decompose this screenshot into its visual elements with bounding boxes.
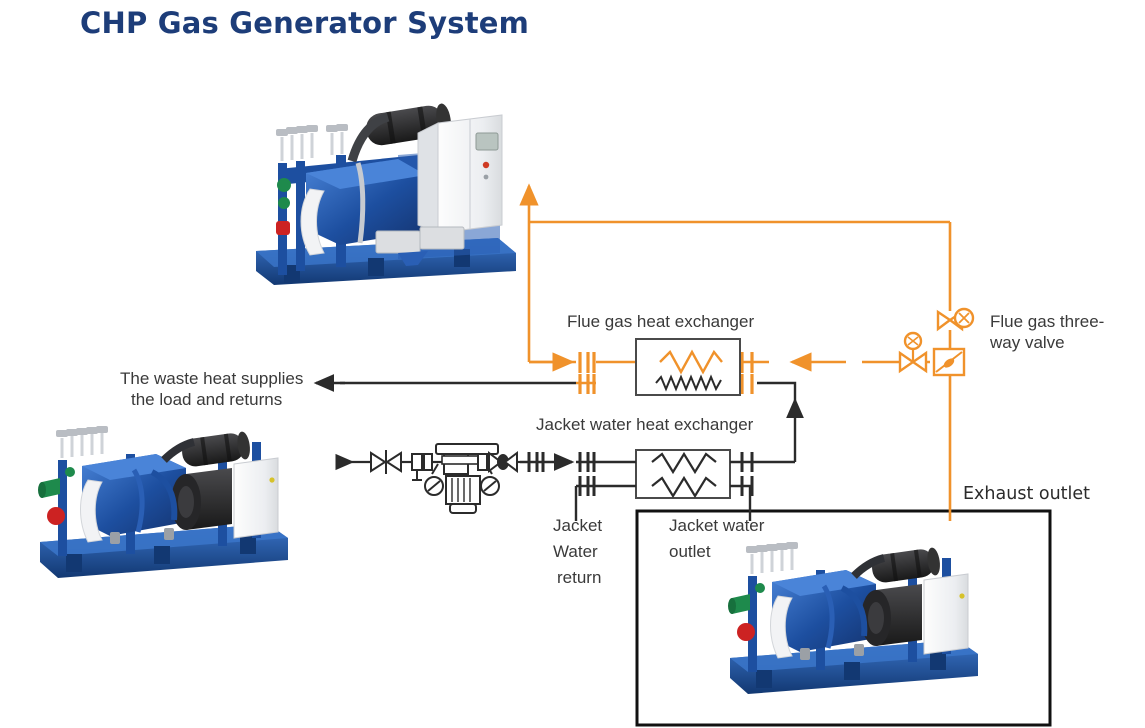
generator-top-unit [256,103,516,285]
side-control-valve[interactable] [898,331,928,374]
label-jacket-water-return-line1: Jacket [553,516,603,535]
label-waste-heat-line2: the load and returns [131,390,283,409]
label-three-way-valve-line1: Flue gas three- [990,312,1105,331]
jacket-flange-lower-right [740,476,754,496]
label-flue-gas-heat-exchanger: Flue gas heat exchanger [567,312,755,331]
jacket-flange-upper-left [578,452,596,472]
flue-gas-piping [519,183,952,521]
check-valve-icon [411,453,433,481]
label-jacket-water-outlet-line1: Jacket water [669,516,765,535]
circulation-pump-icon [424,443,500,514]
flue-gas-flange-right [740,352,754,373]
label-jacket-water-outlet-line2: outlet [669,542,711,561]
label-jacket-water-return-line3: return [557,568,602,587]
flue-gas-heat-exchanger [635,338,741,396]
flue-gas-flange-left-lower [578,374,596,394]
label-jacket-water-heat-exchanger: Jacket water heat exchanger [536,415,754,434]
jacket-flange-lower-left [578,476,596,496]
flue-gas-damper-valve[interactable] [932,347,966,377]
page-title: CHP Gas Generator System [80,6,530,40]
jacket-flange-upper-right [740,452,754,472]
label-jacket-water-return-line2: Water [553,542,598,561]
flue-gas-flange-left [578,352,596,373]
label-waste-heat-line1: The waste heat supplies [120,369,304,388]
gate-valve-icon [370,450,402,474]
flue-gas-three-way-valve[interactable] [936,307,975,332]
label-exhaust-outlet: Exhaust outlet [963,484,1091,504]
label-three-way-valve-line2: way valve [990,333,1065,352]
flue-gas-flange-right-lower [740,374,754,394]
non-return-valve-icon [477,451,518,473]
generator-left-unit [38,426,288,578]
pump-outlet-flange [527,452,545,472]
control-cabinet [417,114,503,234]
generator-boxed-unit [728,542,978,694]
hot-water-piping [313,374,804,462]
jacket-water-piping [520,453,795,521]
jacket-water-heat-exchanger [635,449,731,499]
